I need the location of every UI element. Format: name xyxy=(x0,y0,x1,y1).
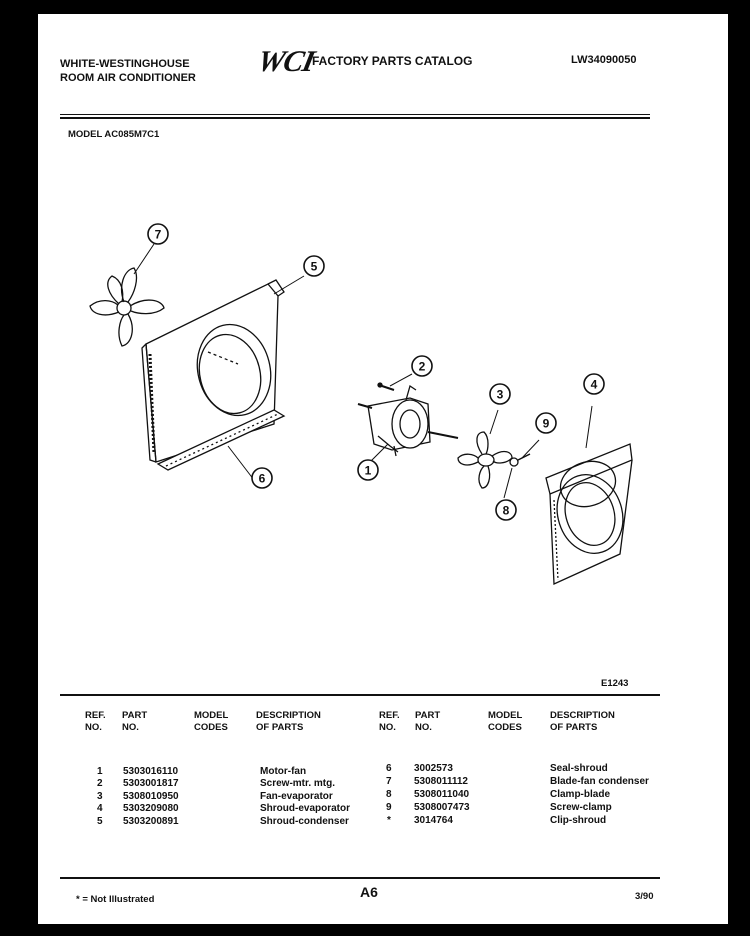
callout-6: 6 xyxy=(259,472,266,486)
callout-4: 4 xyxy=(591,378,598,392)
motor-screw xyxy=(377,382,395,391)
table-row-part: 5303016110 xyxy=(123,766,179,777)
evaporator-fan xyxy=(457,431,513,489)
footer-rule xyxy=(60,877,660,879)
table-row-ref: 2 xyxy=(97,778,103,789)
callout-8: 8 xyxy=(503,504,510,518)
table-row-desc: Seal-shroud xyxy=(550,763,608,774)
table-row-part: 5308010950 xyxy=(123,791,179,802)
table-row-ref: * xyxy=(387,815,391,826)
revision-date: 3/90 xyxy=(635,891,654,902)
table-row-desc: Motor-fan xyxy=(260,766,307,777)
table-row-desc: Clamp-blade xyxy=(550,789,611,800)
table-row-ref: 3 xyxy=(97,791,103,802)
callout-2: 2 xyxy=(419,360,426,374)
table-row-ref: 1 xyxy=(97,766,103,777)
table-row-part: 5308011040 xyxy=(414,789,470,800)
table-row-part: 5303200891 xyxy=(123,816,179,827)
hdr-part-1: PART xyxy=(122,710,148,721)
seal-shroud xyxy=(156,409,286,471)
table-row-ref: 9 xyxy=(386,802,392,813)
hdr-ref-right-2: NO. xyxy=(379,722,396,733)
evaporator-shroud xyxy=(545,443,633,585)
blade-clamp xyxy=(509,453,531,467)
exploded-parts-diagram: 7 5 6 2 3 4 9 8 1 xyxy=(89,223,633,585)
table-row-ref: 7 xyxy=(386,776,392,787)
header-rule-thin xyxy=(60,114,650,115)
table-row-ref: 6 xyxy=(386,763,392,774)
table-top-rule xyxy=(60,694,660,696)
hdr-desc-2: OF PARTS xyxy=(256,722,304,733)
table-row-part: 5308007473 xyxy=(414,802,470,813)
page-number: A6 xyxy=(360,884,378,900)
hdr-model-right-1: MODEL xyxy=(488,710,523,721)
company-line-1: WHITE-WESTINGHOUSE xyxy=(60,58,190,70)
footnote: * = Not Illustrated xyxy=(76,894,155,905)
table-row-part: 3002573 xyxy=(414,763,453,774)
hdr-ref-1: REF. xyxy=(85,710,106,721)
table-row-part: 3014764 xyxy=(414,815,453,826)
table-row-part: 5303209080 xyxy=(123,803,179,814)
hdr-part-right-1: PART xyxy=(415,710,441,721)
callout-5: 5 xyxy=(311,260,318,274)
callouts xyxy=(147,223,605,521)
condenser-shroud xyxy=(141,279,285,463)
table-row-desc: Shroud-evaporator xyxy=(260,803,351,814)
table-row-desc: Shroud-condenser xyxy=(260,816,349,827)
hdr-desc-1: DESCRIPTION xyxy=(256,710,321,721)
table-row-desc: Blade-fan condenser xyxy=(550,776,649,787)
fan-motor xyxy=(357,384,459,457)
callout-3: 3 xyxy=(497,388,504,402)
catalog-title: FACTORY PARTS CATALOG xyxy=(312,54,473,68)
table-row-part: 5303001817 xyxy=(123,778,179,789)
hdr-ref-right-1: REF. xyxy=(379,710,400,721)
hdr-part-2: NO. xyxy=(122,722,139,733)
figure-code: E1243 xyxy=(601,678,629,689)
model-label: MODEL AC085M7C1 xyxy=(68,129,160,140)
callout-9: 9 xyxy=(543,417,550,431)
table-row-ref: 4 xyxy=(97,803,103,814)
callout-1: 1 xyxy=(365,464,372,478)
table-row-desc: Clip-shroud xyxy=(550,815,607,826)
hdr-model-2: CODES xyxy=(194,722,228,733)
table-row-ref: 8 xyxy=(386,789,392,800)
callout-7: 7 xyxy=(155,228,162,242)
hdr-part-right-2: NO. xyxy=(415,722,432,733)
catalog-number: LW34090050 xyxy=(571,54,637,66)
hdr-desc-right-2: OF PARTS xyxy=(550,722,598,733)
table-row-desc: Screw-mtr. mtg. xyxy=(260,778,336,789)
condenser-fan-blade xyxy=(89,267,165,347)
header-rule-thick xyxy=(60,117,650,119)
table-row-desc: Screw-clamp xyxy=(550,802,612,813)
hdr-model-1: MODEL xyxy=(194,710,229,721)
hdr-desc-right-1: DESCRIPTION xyxy=(550,710,615,721)
company-line-2: ROOM AIR CONDITIONER xyxy=(60,72,196,84)
hdr-model-right-2: CODES xyxy=(488,722,522,733)
table-row-desc: Fan-evaporator xyxy=(260,791,333,802)
catalog-page: WHITE-WESTINGHOUSE ROOM AIR CONDITIONER … xyxy=(38,14,728,924)
hdr-ref-2: NO. xyxy=(85,722,102,733)
table-row-ref: 5 xyxy=(97,816,103,827)
table-row-part: 5308011112 xyxy=(414,776,468,787)
